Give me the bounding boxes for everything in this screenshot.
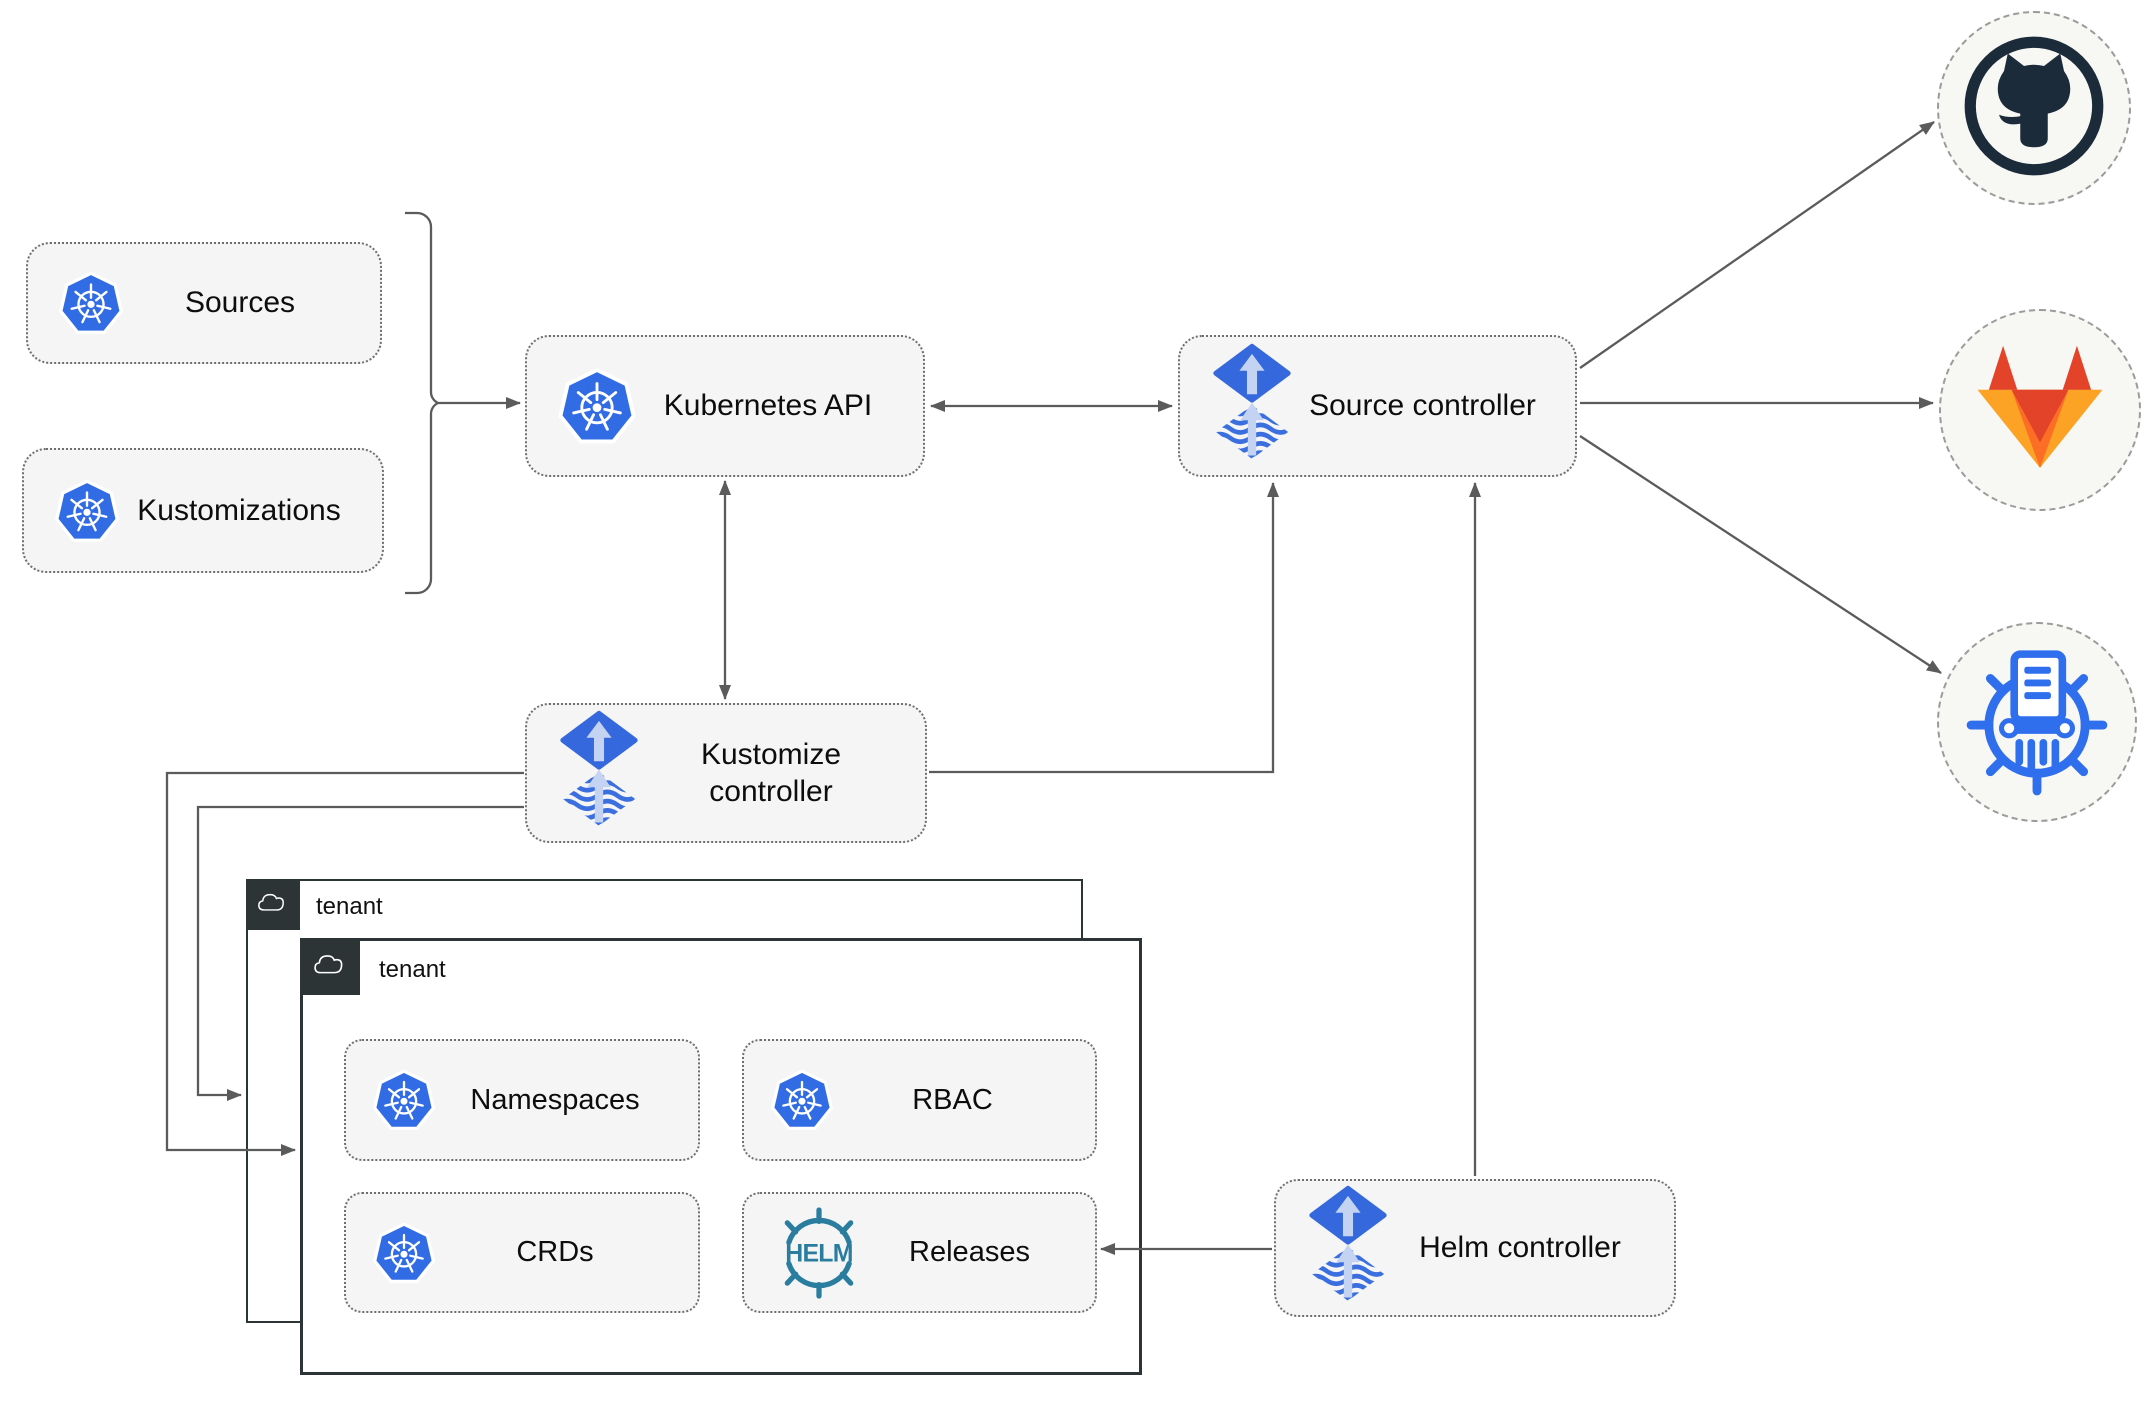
kubernetes-icon bbox=[54, 477, 120, 545]
cloud-badge bbox=[300, 938, 360, 995]
node-namespaces-label: Namespaces bbox=[470, 1083, 640, 1116]
tenant-inner-label: tenant bbox=[379, 956, 446, 983]
node-crds: CRDs bbox=[344, 1192, 700, 1313]
flux-icon bbox=[557, 710, 641, 836]
node-kustomize-controller: Kustomize controller bbox=[525, 703, 927, 843]
cloud-icon bbox=[256, 890, 290, 919]
cloud-icon bbox=[312, 951, 349, 982]
node-releases: HELM Releases bbox=[742, 1192, 1097, 1313]
gitlab-icon bbox=[1969, 340, 2111, 480]
node-sources-label: Sources bbox=[184, 286, 296, 320]
kubernetes-icon bbox=[770, 1067, 834, 1133]
node-releases-label: Releases bbox=[909, 1236, 1030, 1269]
cloud-badge bbox=[246, 879, 300, 930]
node-kustomizations: Kustomizations bbox=[22, 448, 384, 573]
kubernetes-icon bbox=[557, 365, 637, 447]
node-source-controller-label: Source controller bbox=[1309, 389, 1536, 423]
node-sources: Sources bbox=[26, 242, 382, 364]
connector-kustomize-source bbox=[929, 482, 1279, 774]
node-kubernetes-api: Kubernetes API bbox=[525, 335, 925, 477]
helm-icon: HELM bbox=[770, 1206, 868, 1300]
tenant-outer-label: tenant bbox=[316, 893, 383, 920]
connector-source-github bbox=[1579, 121, 1935, 369]
kubernetes-icon bbox=[372, 1067, 436, 1133]
node-source-controller: Source controller bbox=[1178, 335, 1577, 477]
connector-source-registry bbox=[1579, 435, 1942, 674]
gitlab-endpoint bbox=[1939, 309, 2141, 511]
github-icon bbox=[1959, 31, 2109, 186]
flux-icon bbox=[1210, 343, 1294, 469]
node-kustomize-controller-label: Kustomize controller bbox=[700, 737, 842, 809]
node-helm-controller: Helm controller bbox=[1274, 1179, 1676, 1317]
node-crds-label: CRDs bbox=[516, 1236, 594, 1269]
node-kubernetes-api-label: Kubernetes API bbox=[663, 389, 873, 423]
kubernetes-icon bbox=[58, 269, 124, 337]
node-namespaces: Namespaces bbox=[344, 1039, 700, 1161]
helm-logo-text: HELM bbox=[785, 1239, 852, 1267]
tenant-group-inner: tenant bbox=[300, 938, 1142, 1375]
node-rbac-label: RBAC bbox=[912, 1083, 993, 1116]
node-helm-controller-label: Helm controller bbox=[1419, 1231, 1621, 1265]
kubernetes-icon bbox=[372, 1220, 436, 1286]
bracket-sources-group bbox=[405, 211, 441, 595]
flux-icon bbox=[1306, 1185, 1390, 1311]
node-rbac: RBAC bbox=[742, 1039, 1097, 1161]
node-kustomizations-label: Kustomizations bbox=[137, 493, 341, 527]
github-endpoint bbox=[1937, 11, 2131, 205]
container-registry-icon bbox=[1961, 644, 2113, 801]
container-registry-endpoint bbox=[1937, 622, 2137, 822]
